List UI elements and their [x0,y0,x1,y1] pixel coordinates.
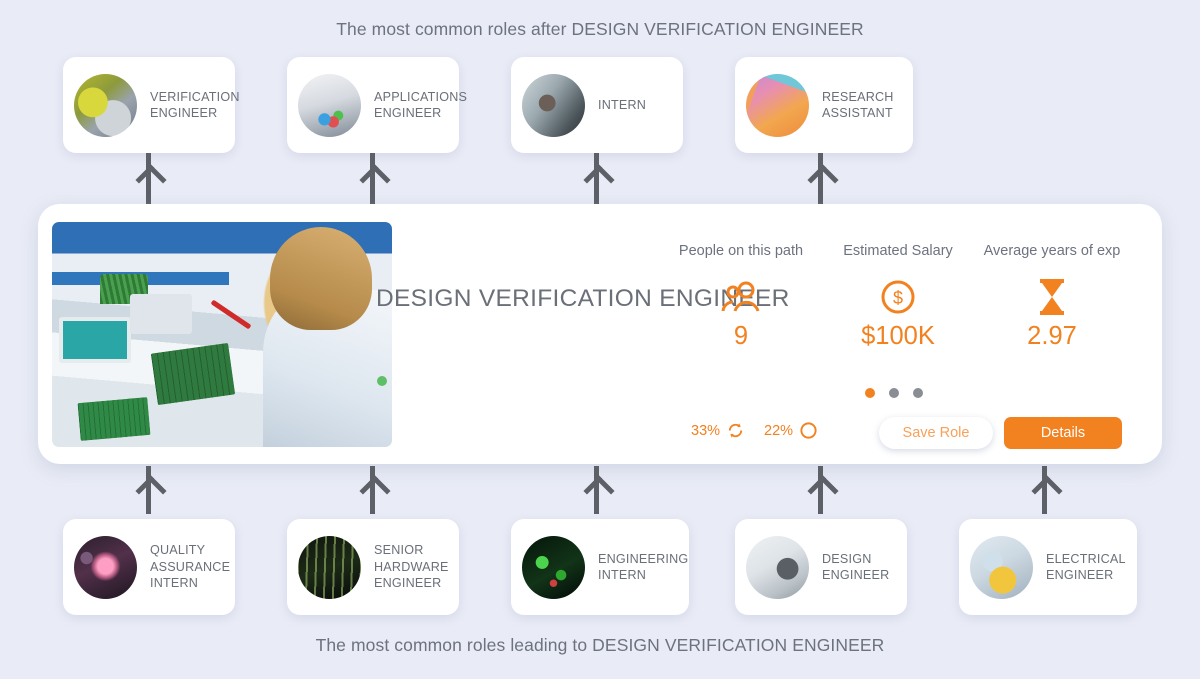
electrical-engineer-photo [970,535,1033,599]
previous-role-card-engineering-intern[interactable]: ENGINEERING INTERN [511,519,689,615]
carousel-pagination[interactable] [865,388,923,398]
senior-hardware-engineer-photo [298,535,361,599]
next-role-label: APPLICATIONS ENGINEER [374,89,468,121]
growth-percent-value: 22% [764,422,794,439]
previous-role-label: QUALITY ASSURANCE INTERN [150,543,231,591]
people-icon [651,276,831,318]
next-roles-heading: The most common roles after DESIGN VERIF… [336,19,864,39]
hourglass-icon [962,276,1142,318]
connector-arrow-up [146,153,151,204]
research-assistant-photo [746,73,809,137]
previous-role-label: DESIGN ENGINEER [822,551,890,583]
next-role-card-verification-engineer[interactable]: VERIFICATION ENGINEER [63,57,239,153]
current-role-title: DESIGN VERIFICATION ENGINEER [376,285,790,312]
stat-people-on-path: People on this path 9 [651,243,831,351]
growth-percent: 22% [764,421,818,440]
turnover-percent: 33% [691,421,745,440]
stat-average-years-exp: Average years of exp 2.97 [962,243,1142,351]
connector-arrow-up [818,466,823,514]
design-engineer-photo [746,535,809,599]
status-badge [377,376,387,386]
pagination-dot-3[interactable] [913,388,923,398]
verification-engineer-photo [74,73,137,137]
intern-photo [522,73,585,137]
next-role-label: RESEARCH ASSISTANT [822,89,894,121]
quality-assurance-intern-photo [74,535,137,599]
engineering-intern-photo [522,535,585,599]
stat-value: $100K [861,322,935,350]
previous-role-card-design-engineer[interactable]: DESIGN ENGINEER [735,519,907,615]
stat-value: 2.97 [1027,322,1077,350]
engineer-soldering-circuit-board-photo [52,222,392,447]
stat-label: People on this path [678,243,804,259]
previous-role-label: ENGINEERING INTERN [598,551,689,583]
next-role-label: INTERN [598,97,647,112]
details-button[interactable]: Details [1004,417,1122,449]
save-role-button[interactable]: Save Role [879,417,993,449]
stat-value: 9 [733,322,749,350]
circle-outline-icon [800,422,817,439]
previous-role-card-quality-assurance-intern[interactable]: QUALITY ASSURANCE INTERN [63,519,235,615]
next-role-card-applications-engineer[interactable]: APPLICATIONS ENGINEER [287,57,467,153]
connector-arrow-up [370,153,375,204]
next-role-card-intern[interactable]: INTERN [511,57,683,153]
refresh-cycle-icon [728,423,743,438]
previous-role-label: SENIOR HARDWARE ENGINEER [374,543,449,591]
pagination-dot-1[interactable] [865,388,875,398]
stat-label: Estimated Salary [843,243,953,259]
svg-text:$: $ [893,288,903,308]
dollar-coin-icon: $ [808,276,988,318]
connector-arrow-up [1042,466,1047,514]
stat-label: Average years of exp [983,243,1121,259]
pagination-dot-2[interactable] [889,388,899,398]
previous-roles-heading: The most common roles leading to DESIGN … [315,635,885,655]
connector-arrow-up [146,466,151,514]
next-role-label: VERIFICATION ENGINEER [150,89,240,121]
applications-engineer-photo [298,73,361,137]
connector-arrow-up [818,153,823,204]
previous-role-card-senior-hardware-engineer[interactable]: SENIOR HARDWARE ENGINEER [287,519,459,615]
stat-estimated-salary: Estimated Salary $ $100K [808,243,988,351]
connector-arrow-up [370,466,375,514]
previous-role-label: ELECTRICAL ENGINEER [1046,551,1126,583]
next-role-card-research-assistant[interactable]: RESEARCH ASSISTANT [735,57,913,153]
previous-role-card-electrical-engineer[interactable]: ELECTRICAL ENGINEER [959,519,1137,615]
connector-arrow-up [594,153,599,204]
connector-arrow-up [594,466,599,514]
current-role-card[interactable] [38,204,1162,464]
turnover-percent-value: 33% [691,422,721,439]
